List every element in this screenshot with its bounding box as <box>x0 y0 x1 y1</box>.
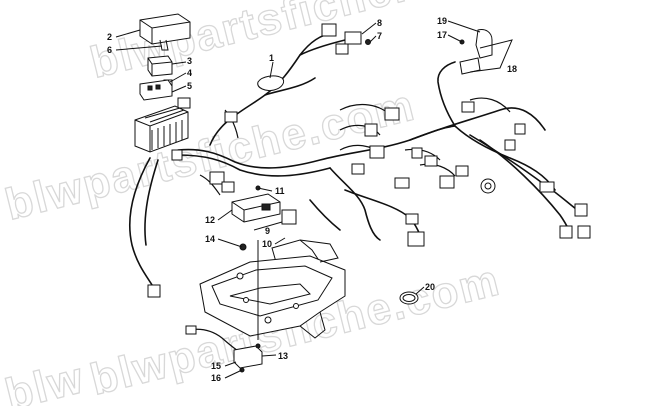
callout-12: 12 <box>205 215 215 225</box>
callout-16: 16 <box>211 373 221 383</box>
callout-4: 4 <box>187 68 192 78</box>
callout-15: 15 <box>211 361 221 371</box>
lower-relay-component <box>185 325 263 373</box>
harness-connectors <box>147 101 591 298</box>
callout-5: 5 <box>187 81 192 91</box>
callout-2: 2 <box>107 32 112 42</box>
fuse-block <box>139 79 191 109</box>
relay <box>147 55 173 77</box>
wire-clip <box>257 75 285 91</box>
nut <box>239 243 247 251</box>
callout-10: 10 <box>262 239 272 249</box>
upper-right-connector <box>459 29 493 75</box>
leader-lines <box>115 20 513 379</box>
callout-11: 11 <box>275 186 285 196</box>
watermark-line-2: blwpartsfiche.com <box>1 80 421 229</box>
callout-20: 20 <box>425 282 435 292</box>
control-module <box>231 185 281 223</box>
fuse-box-assembly <box>134 105 189 161</box>
callout-13: 13 <box>278 351 288 361</box>
top-connectors <box>321 23 371 55</box>
callout-17: 17 <box>437 30 447 40</box>
callout-14: 14 <box>205 234 215 244</box>
callout-7: 7 <box>377 31 382 41</box>
callout-19: 19 <box>437 16 447 26</box>
callout-3: 3 <box>187 56 192 66</box>
callouts: 1 2 3 4 5 6 7 8 9 10 11 12 13 14 15 16 1… <box>107 16 517 383</box>
callout-6: 6 <box>107 45 112 55</box>
watermark-line-1: blwpartsfiche.com <box>86 0 506 88</box>
callout-1: 1 <box>269 53 274 63</box>
callout-9: 9 <box>265 226 270 236</box>
mounting-tray <box>199 239 346 339</box>
callout-8: 8 <box>377 18 382 28</box>
o-ring <box>399 291 419 305</box>
callout-18: 18 <box>507 64 517 74</box>
relay-box-cover <box>139 13 191 51</box>
watermark-line-4: blw <box>1 353 90 406</box>
